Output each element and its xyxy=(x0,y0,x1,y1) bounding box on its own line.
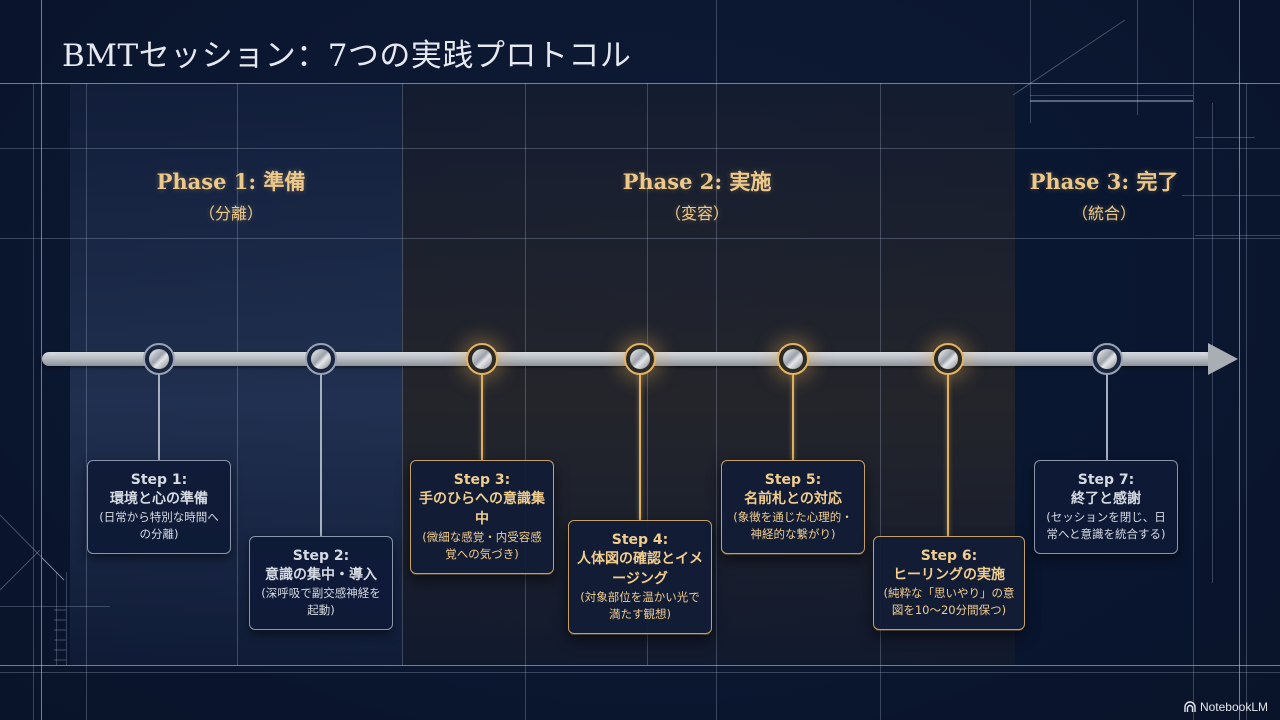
step-card-5: Step 5: 名前札との対応 (象徴を通じた心理的・神経的な繋がり) xyxy=(721,460,865,554)
grid-line xyxy=(1246,83,1247,720)
grid-line xyxy=(1030,95,1193,96)
grid-line xyxy=(0,148,1280,149)
node-orb-icon xyxy=(783,349,803,369)
step-number: Step 3: xyxy=(453,472,511,488)
node-orb-icon xyxy=(938,349,958,369)
connector-line xyxy=(947,373,949,537)
arrow-right-icon xyxy=(1208,343,1238,375)
notebooklm-logo-icon xyxy=(1184,701,1196,712)
connector-line xyxy=(158,373,160,461)
step-description: (象徴を通じた心理的・神経的な繋がり) xyxy=(733,510,853,541)
step-description: (セッションを閉じ、日常へと意識を統合する) xyxy=(1046,510,1166,541)
grid-line xyxy=(1195,235,1280,236)
grid-line xyxy=(33,83,34,720)
timeline-node-step-5 xyxy=(777,343,809,375)
connector-line xyxy=(481,373,483,461)
brand-label: NotebookLM xyxy=(1199,700,1268,714)
timeline-node-step-4 xyxy=(624,343,656,375)
grid-line xyxy=(1182,195,1280,196)
step-description: (純粋な「思いやり」の意図を10〜20分間保つ) xyxy=(883,586,1015,617)
grid-line xyxy=(525,83,526,720)
step-number: Step 2: xyxy=(292,548,350,564)
phase-2-title: Phase 2: 実施 xyxy=(622,169,772,194)
grid-line xyxy=(41,0,42,720)
step-number: Step 5: xyxy=(764,472,822,488)
grid-line xyxy=(0,606,110,607)
step-card-2: Step 2: 意識の集中・導入 (深呼吸で副交感神経を起動) xyxy=(249,536,393,630)
connector-line xyxy=(320,373,322,537)
grid-line xyxy=(1239,0,1240,720)
phase-3-subtitle: （統合） xyxy=(1071,204,1136,223)
grid-line xyxy=(1195,137,1255,138)
connector-line xyxy=(1106,373,1108,461)
step-number: Step 1: xyxy=(130,472,188,488)
step-number: Step 4: xyxy=(611,532,669,548)
notebooklm-watermark: NotebookLM xyxy=(1184,700,1268,714)
step-title: 終了と感謝 xyxy=(1071,491,1141,507)
step-number: Step 6: xyxy=(920,548,978,564)
step-card-1: Step 1: 環境と心の準備 (日常から特別な時間への分離) xyxy=(87,460,231,554)
grid-line xyxy=(0,672,1280,673)
node-orb-icon xyxy=(472,349,492,369)
phase-1-header: Phase 1: 準備 （分離） xyxy=(131,166,331,224)
step-description: (日常から特別な時間への分離) xyxy=(99,510,219,541)
step-card-4: Step 4: 人体図の確認とイメージング (対象部位を温かい光で満たす観想) xyxy=(568,520,712,634)
page-title: BMTセッション：7つの実践プロトコル xyxy=(62,38,632,74)
phase-2-subtitle: （変容） xyxy=(664,204,729,223)
step-title: 人体図の確認とイメージング xyxy=(577,551,703,587)
step-card-7: Step 7: 終了と感謝 (セッションを閉じ、日常へと意識を統合する) xyxy=(1034,460,1178,554)
timeline-node-step-1 xyxy=(143,343,175,375)
step-title: 環境と心の準備 xyxy=(110,491,208,507)
grid-line xyxy=(86,83,87,720)
phase-2-header: Phase 2: 実施 （変容） xyxy=(597,166,797,224)
node-orb-icon xyxy=(149,349,169,369)
step-title: ヒーリングの実施 xyxy=(893,567,1005,583)
grid-line xyxy=(1030,0,1031,123)
phase-3-header: Phase 3: 完了 （統合） xyxy=(1004,166,1204,224)
timeline-node-step-6 xyxy=(932,343,964,375)
step-description: (深呼吸で副交感神経を起動) xyxy=(261,586,381,617)
step-number: Step 7: xyxy=(1077,472,1135,488)
step-title: 意識の集中・導入 xyxy=(265,567,377,583)
timeline-node-step-3 xyxy=(466,343,498,375)
connector-line xyxy=(639,373,641,521)
connector-line xyxy=(792,373,794,461)
step-title: 名前札との対応 xyxy=(744,491,842,507)
timeline-node-step-7 xyxy=(1091,343,1123,375)
step-title: 手のひらへの意識集中 xyxy=(419,491,545,527)
grid-line xyxy=(237,83,238,665)
phase-1-title: Phase 1: 準備 xyxy=(156,169,306,194)
grid-line xyxy=(56,572,57,665)
grid-line xyxy=(402,83,403,665)
node-orb-icon xyxy=(1097,349,1117,369)
grid-line xyxy=(66,572,67,665)
grid-line xyxy=(647,83,648,665)
node-orb-icon xyxy=(630,349,650,369)
grid-line xyxy=(0,83,1280,84)
grid-line xyxy=(0,665,1280,666)
phase-3-title: Phase 3: 完了 xyxy=(1029,169,1179,194)
hatch-strip xyxy=(1030,100,1193,102)
timeline-node-step-2 xyxy=(305,343,337,375)
step-description: (微細な感覚・内受容感覚への気づき) xyxy=(422,530,542,561)
grid-line xyxy=(0,238,1280,239)
node-orb-icon xyxy=(311,349,331,369)
step-card-3: Step 3: 手のひらへの意識集中 (微細な感覚・内受容感覚への気づき) xyxy=(410,460,554,574)
grid-line xyxy=(1137,0,1138,115)
grid-line xyxy=(880,83,881,720)
phase-1-subtitle: （分離） xyxy=(198,204,263,223)
step-card-6: Step 6: ヒーリングの実施 (純粋な「思いやり」の意図を10〜20分間保つ… xyxy=(873,536,1025,630)
step-description: (対象部位を温かい光で満たす観想) xyxy=(580,590,700,621)
